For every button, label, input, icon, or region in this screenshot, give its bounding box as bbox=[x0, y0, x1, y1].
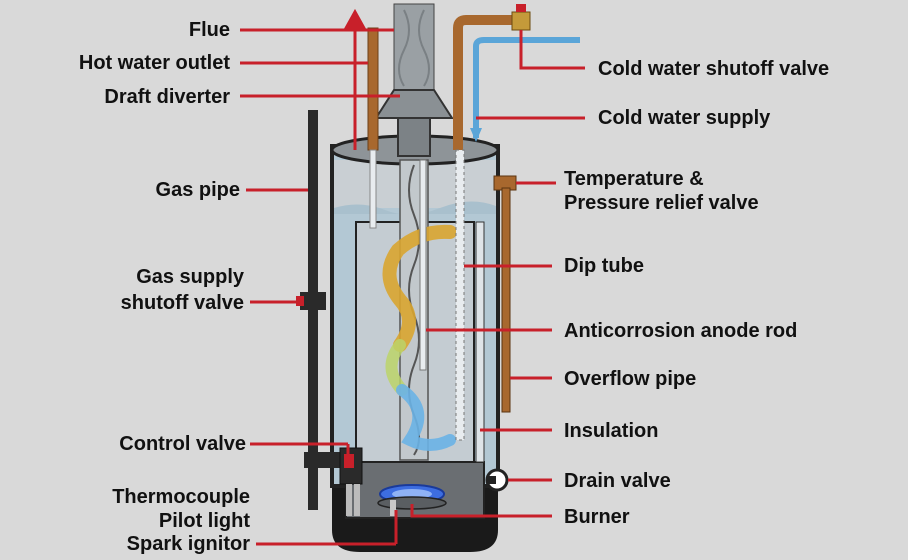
label-cold-water-supply: Cold water supply bbox=[598, 107, 771, 129]
label-cold-water-shutoff-valve: Cold water shutoff valve bbox=[598, 58, 829, 80]
leader-burner bbox=[410, 504, 552, 518]
overflow-pipe bbox=[501, 187, 511, 413]
gas-line bbox=[296, 110, 363, 516]
hot-pipe-external bbox=[367, 27, 379, 151]
control-valve-knob bbox=[344, 454, 354, 468]
cold-water-supply-pipe bbox=[453, 4, 580, 441]
leader-cold-shutoff bbox=[519, 30, 585, 70]
leader-lines bbox=[240, 28, 585, 546]
gas-shutoff-valve bbox=[296, 292, 326, 310]
anode-rod bbox=[419, 159, 427, 371]
insulation-layer bbox=[475, 221, 485, 463]
label-hot-water-outlet: Hot water outlet bbox=[79, 52, 230, 74]
label-dip-tube: Dip tube bbox=[564, 255, 644, 277]
gas-connector bbox=[304, 452, 348, 468]
cold-water-line bbox=[473, 37, 580, 138]
label-anode-rod: Anticorrosion anode rod bbox=[564, 320, 797, 342]
cold-water-down-arrow-icon bbox=[470, 128, 482, 142]
draft-diverter-hood bbox=[374, 89, 454, 119]
label-thermocouple: Thermocouple bbox=[112, 486, 250, 508]
hot-water-outlet-pipe bbox=[342, 8, 379, 229]
label-pilot-light: Pilot light bbox=[159, 510, 250, 532]
copper-supply-line bbox=[453, 15, 520, 150]
label-temperature-line1: Temperature & bbox=[564, 168, 704, 190]
label-insulation: Insulation bbox=[564, 420, 658, 442]
label-gas-supply-line2: shutoff valve bbox=[121, 292, 244, 314]
flue-smoke bbox=[398, 9, 430, 87]
label-temperature-line2: Pressure relief valve bbox=[564, 192, 759, 214]
dip-tube bbox=[455, 149, 465, 441]
flue-neck bbox=[397, 117, 431, 157]
label-burner: Burner bbox=[564, 506, 630, 528]
heat-flow-cool bbox=[396, 384, 456, 451]
pilot-line bbox=[354, 484, 360, 516]
thermocouple-line bbox=[346, 484, 352, 516]
hot-pipe-internal bbox=[369, 149, 377, 229]
label-control-valve: Control valve bbox=[119, 433, 246, 455]
shutoff-valve-icon bbox=[511, 4, 531, 31]
label-drain-valve: Drain valve bbox=[564, 470, 671, 492]
label-gas-pipe: Gas pipe bbox=[156, 179, 240, 201]
label-overflow-pipe: Overflow pipe bbox=[564, 368, 696, 390]
label-gas-supply-line1: Gas supply bbox=[136, 266, 245, 288]
label-flue: Flue bbox=[189, 19, 230, 41]
label-draft-diverter: Draft diverter bbox=[104, 86, 230, 108]
left-labels: Flue Hot water outlet Draft diverter Gas… bbox=[79, 19, 250, 555]
burner-flame-icon bbox=[377, 484, 447, 516]
drain-valve-icon bbox=[485, 468, 509, 492]
right-labels: Cold water shutoff valve Cold water supp… bbox=[564, 58, 829, 528]
hot-water-up-arrow-icon bbox=[342, 8, 368, 150]
label-spark-ignitor: Spark ignitor bbox=[127, 533, 251, 555]
